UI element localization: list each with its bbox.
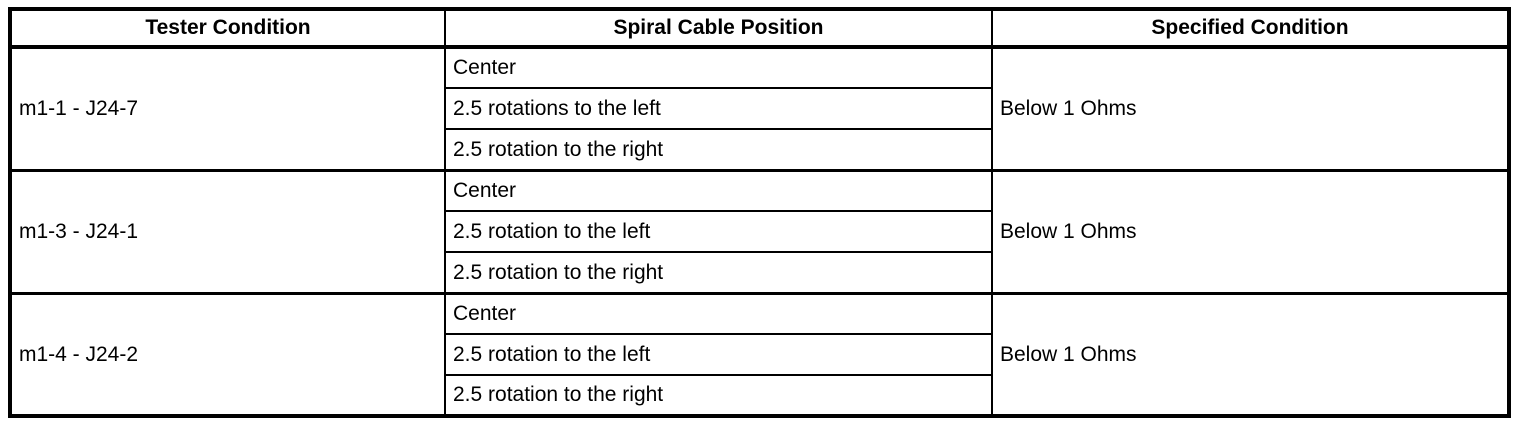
table-row: 2.5 rotation to the right [10, 128, 1509, 171]
table-row: 2.5 rotations to the left [10, 87, 1509, 130]
spiral-position-cell: Center [444, 168, 993, 212]
table-row: 2.5 rotation to the left [10, 333, 1509, 376]
document-page: Tester Condition Spiral Cable Position S… [8, 7, 1511, 418]
table-row: m1-1 - J24-7 Center Below 1 Ohms [9, 45, 1510, 171]
spiral-cable-check-table: Tester Condition Spiral Cable Position S… [8, 7, 1511, 418]
table-row: m1-3 - J24-1 Center Below 1 Ohms [9, 168, 1510, 294]
column-header-specified-condition: Specified Condition [991, 8, 1510, 49]
spiral-position-cell: Center [444, 291, 993, 335]
table-row: 2.5 rotation to the left [10, 210, 1509, 253]
tester-condition-cell: m1-3 - J24-1 [9, 168, 446, 294]
spiral-position-cell: 2.5 rotations to the left [444, 87, 993, 130]
column-header-tester-condition: Tester Condition [9, 8, 446, 49]
tester-condition-cell: m1-1 - J24-7 [9, 45, 446, 171]
spiral-position-cell: 2.5 rotation to the right [444, 128, 993, 171]
specified-condition-cell: Below 1 Ohms [991, 291, 1510, 417]
specified-condition-cell: Below 1 Ohms [991, 45, 1510, 171]
specified-condition-cell: Below 1 Ohms [991, 168, 1510, 294]
spiral-position-cell: Center [444, 45, 993, 89]
table-row: m1-4 - J24-2 Center Below 1 Ohms [9, 291, 1510, 417]
table-header-row: Tester Condition Spiral Cable Position S… [9, 8, 1510, 49]
spiral-position-cell: 2.5 rotation to the right [444, 374, 993, 417]
column-header-spiral-cable-position: Spiral Cable Position [444, 8, 993, 49]
tester-condition-cell: m1-4 - J24-2 [9, 291, 446, 417]
spiral-position-cell: 2.5 rotation to the left [444, 333, 993, 376]
spiral-position-cell: 2.5 rotation to the left [444, 210, 993, 253]
spiral-position-cell: 2.5 rotation to the right [444, 251, 993, 294]
table-row: 2.5 rotation to the right [10, 251, 1509, 294]
table-row: 2.5 rotation to the right [10, 374, 1509, 417]
